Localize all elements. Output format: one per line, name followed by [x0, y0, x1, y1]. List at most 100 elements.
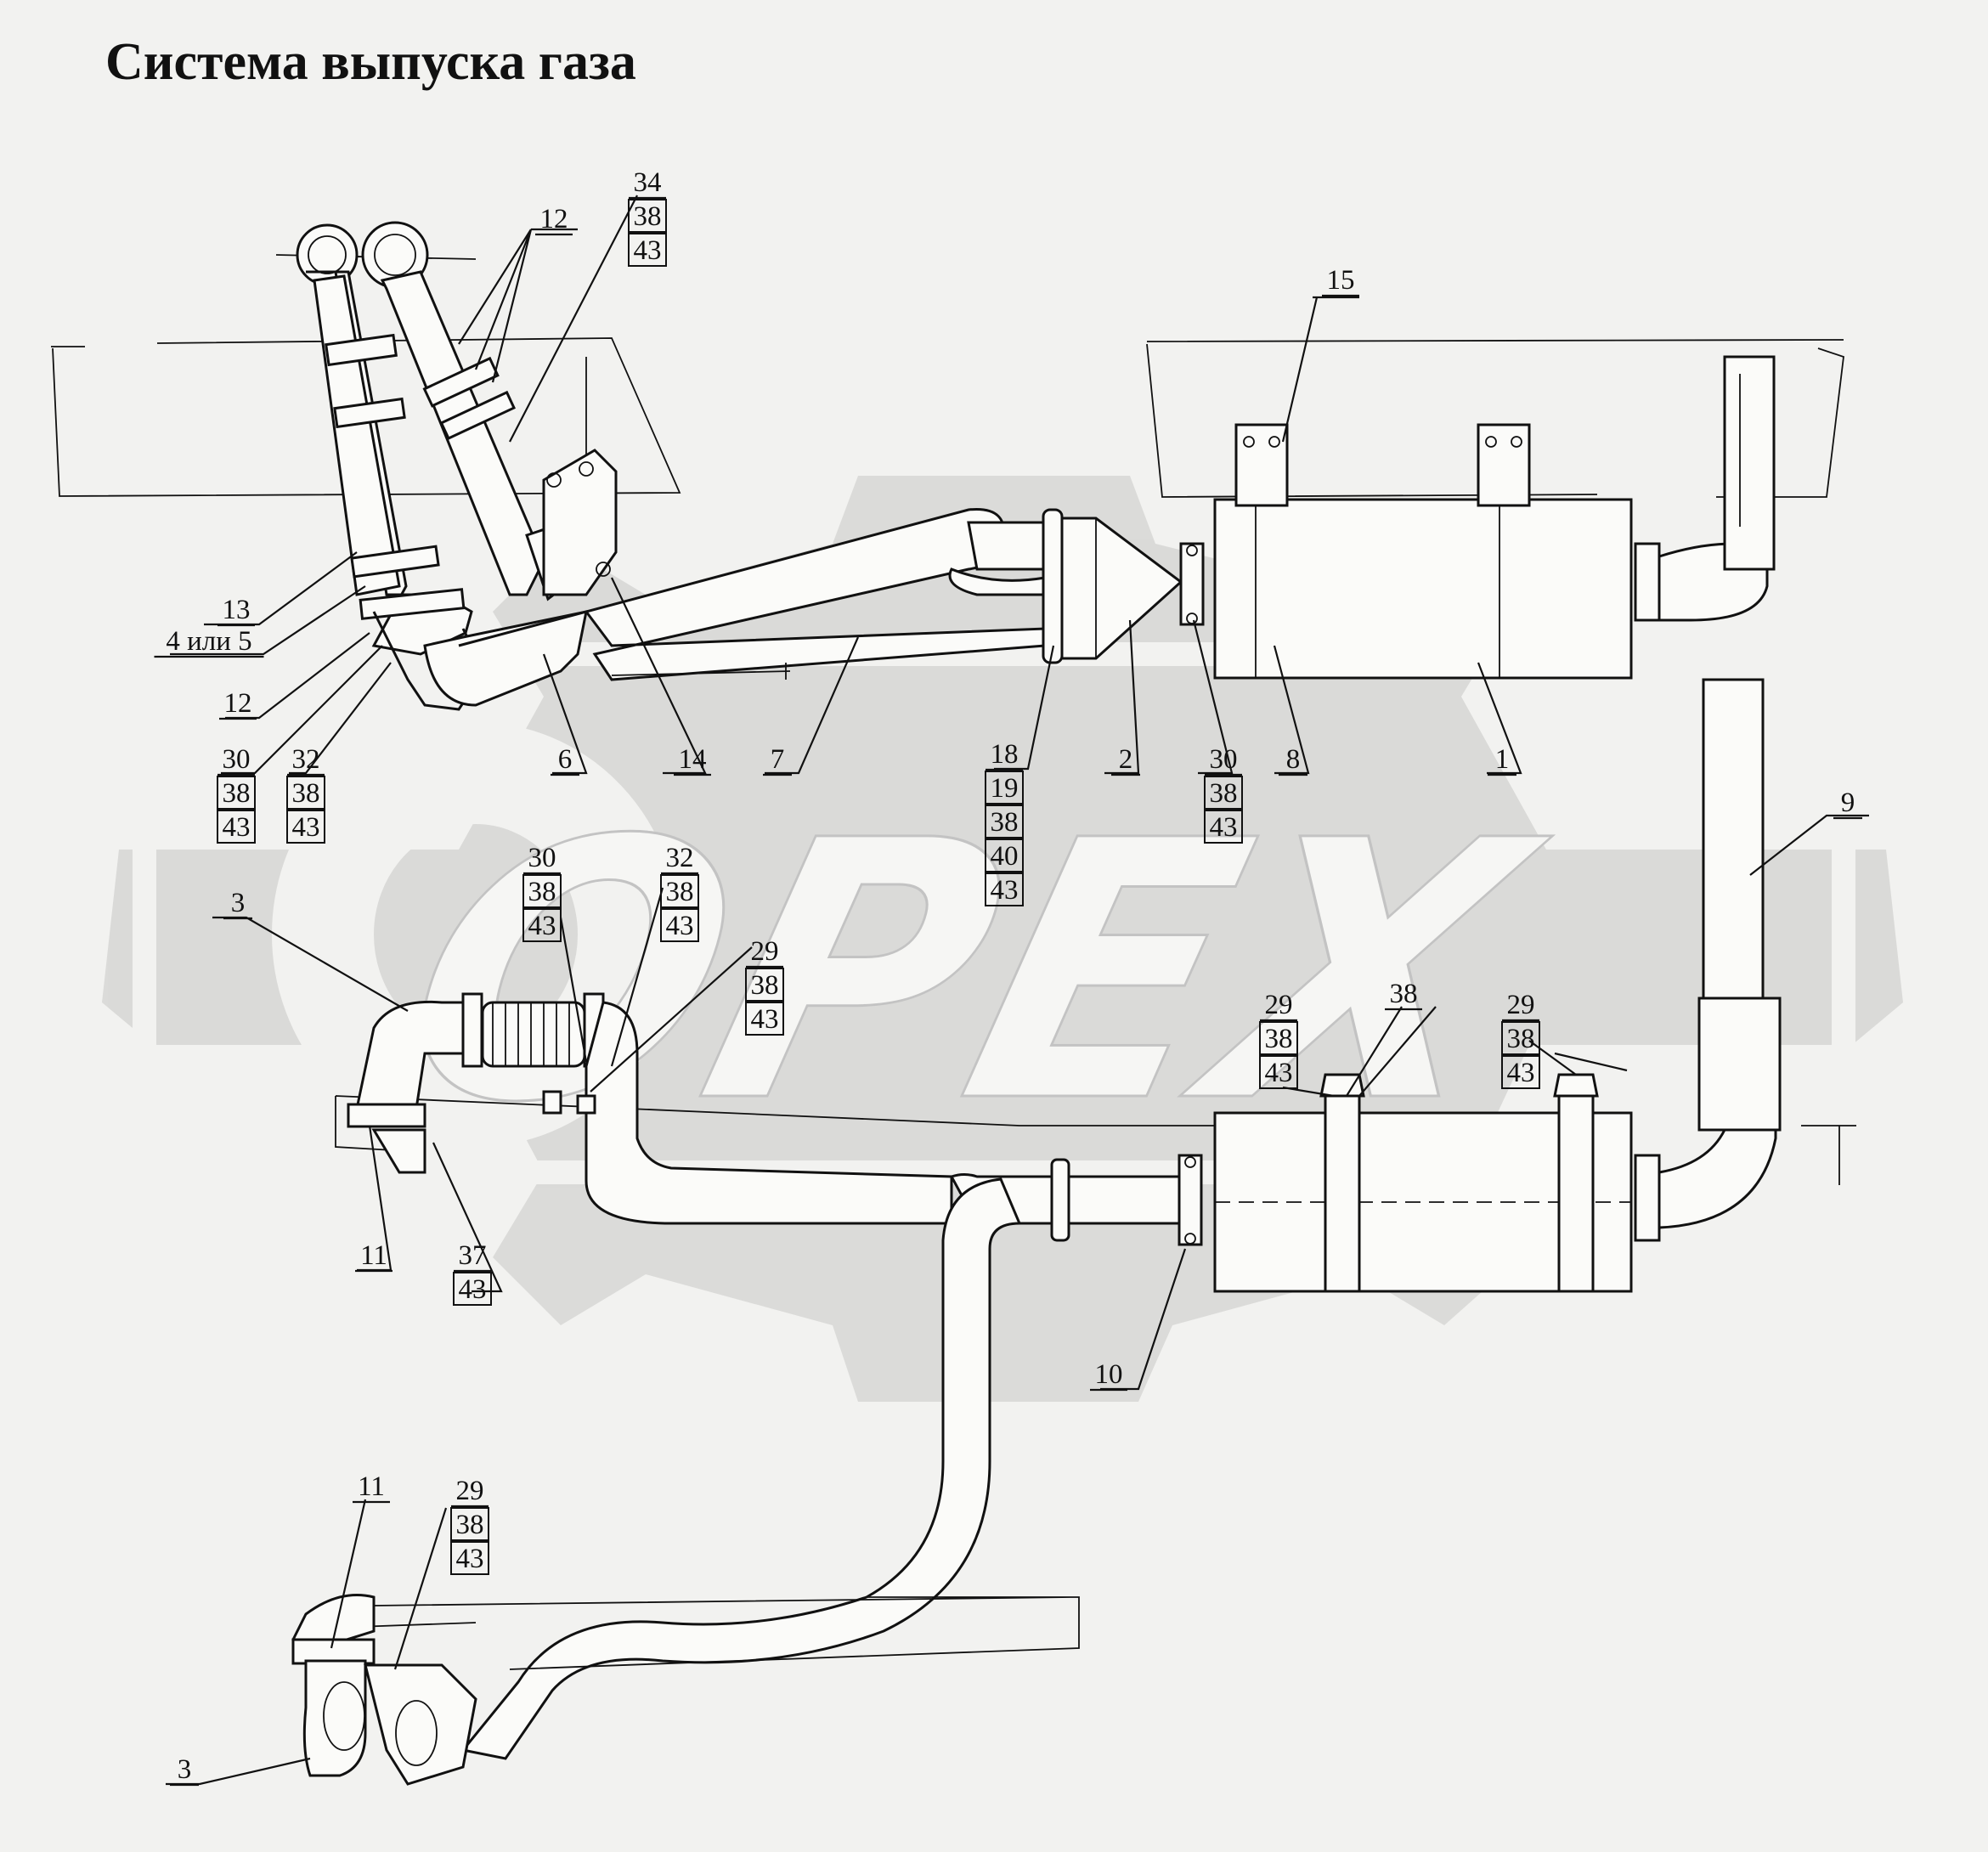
callout-number: 12 — [224, 688, 252, 719]
callout-number: 11 — [360, 1240, 387, 1271]
callout-38: 38 — [1385, 979, 1422, 1011]
callout-number: 43 — [1210, 812, 1238, 843]
callout-box — [522, 908, 562, 942]
callout-number: 38 — [634, 201, 662, 232]
callout-15: 15 — [1322, 265, 1359, 297]
callout-box — [1501, 1021, 1540, 1055]
callout-box — [1204, 810, 1243, 844]
callout-number: 10 — [1095, 1359, 1123, 1390]
lower-elbow-assembly — [291, 1594, 477, 1786]
callout-box — [217, 776, 256, 810]
flange-11 — [347, 1103, 426, 1128]
callout-number: 38 — [1390, 979, 1418, 1009]
callout-number: 11 — [358, 1471, 385, 1502]
stack-9 — [1702, 678, 1765, 1008]
callout-box — [1259, 1021, 1298, 1055]
callout-3: 3 — [223, 888, 252, 920]
flange-bellows-a — [461, 992, 483, 1068]
callout-6: 6 — [551, 744, 579, 776]
callout-number: 13 — [223, 595, 251, 625]
callout-box — [985, 872, 1024, 906]
callout-number: 6 — [558, 744, 573, 775]
callout-number: 8 — [1286, 744, 1301, 775]
callout-box — [286, 810, 325, 844]
callout-number: 43 — [292, 812, 320, 843]
callout-box — [450, 1541, 489, 1575]
callout-number: 38 — [666, 877, 694, 907]
callout-number: 38 — [1265, 1024, 1293, 1054]
callout-number: 32 — [292, 744, 320, 775]
clamp-18 — [1042, 508, 1064, 664]
callout-box — [628, 199, 667, 233]
callout-number: 9 — [1841, 788, 1855, 818]
strap-15a — [1234, 423, 1289, 507]
callout-14: 14 — [674, 744, 711, 776]
callout-box — [522, 874, 562, 908]
outlet-flange-bottom — [1634, 1154, 1661, 1242]
flange-top — [1179, 542, 1205, 626]
callout-number: 29 — [1265, 990, 1293, 1020]
callout-number: 3 — [178, 1754, 192, 1785]
callout-number: 29 — [1507, 990, 1535, 1020]
clamp-lower — [1050, 1158, 1070, 1242]
strap-15b — [1477, 423, 1531, 507]
flange-11-lower — [291, 1594, 376, 1654]
callout-number: 30 — [1210, 744, 1238, 775]
callout-29: 29 38 43 — [1501, 990, 1540, 1089]
callout-number: 43 — [634, 235, 662, 266]
callout-9: 9 — [1833, 788, 1862, 820]
strap-bottom-b — [1557, 1094, 1595, 1293]
callout-2: 2 — [1111, 744, 1140, 776]
callout-10: 10 — [1090, 1359, 1127, 1392]
callout-number: 38 — [1210, 778, 1238, 809]
strap-bottom-a — [1324, 1094, 1361, 1293]
outlet-flange-top — [1634, 542, 1661, 622]
callout-12: 12 — [219, 688, 257, 720]
callout-number: 4 или 5 — [166, 626, 251, 657]
watermark-ring — [272, 722, 680, 1147]
callout-11: 11 — [355, 1240, 393, 1273]
callout-number: 7 — [771, 744, 785, 775]
frame-rail-left — [51, 337, 681, 497]
callout-box — [286, 776, 325, 810]
callout-box — [985, 771, 1024, 805]
pipe-6 — [423, 610, 588, 707]
watermark-frame — [133, 642, 1855, 1184]
callout-number: 15 — [1327, 265, 1355, 296]
callout-number: 29 — [751, 936, 779, 967]
callout-11: 11 — [353, 1471, 390, 1504]
frame-line-bottom — [335, 1095, 1215, 1152]
callout-number: 38 — [751, 970, 779, 1001]
callout-7: 7 — [763, 744, 792, 776]
callout-number: 38 — [456, 1510, 484, 1540]
callout-number: 32 — [666, 843, 694, 873]
callout-4 или 5: 4 или 5 — [154, 626, 264, 658]
callout-1: 1 — [1488, 744, 1516, 776]
callout-number: 38 — [1507, 1024, 1535, 1054]
cone-2 — [1060, 517, 1183, 660]
callout-box — [660, 874, 699, 908]
flange-10 — [1178, 1154, 1203, 1246]
callout-number: 38 — [991, 807, 1019, 838]
callout-number: 2 — [1119, 744, 1133, 775]
callout-8: 8 — [1279, 744, 1307, 776]
callout-number: 43 — [1265, 1058, 1293, 1088]
callout-29: 29 38 43 — [1259, 990, 1298, 1089]
callout-number: 3 — [231, 888, 246, 918]
muffler-1 — [1213, 498, 1633, 680]
callout-number: 34 — [634, 167, 662, 198]
callout-box — [745, 968, 784, 1002]
callout-3: 3 — [170, 1754, 199, 1787]
callout-number: 43 — [991, 875, 1019, 906]
callout-number: 19 — [991, 773, 1019, 804]
callout-13: 13 — [217, 595, 255, 627]
callout-box — [985, 805, 1024, 838]
callout-number: 38 — [528, 877, 556, 907]
callout-number: 43 — [1507, 1058, 1535, 1088]
